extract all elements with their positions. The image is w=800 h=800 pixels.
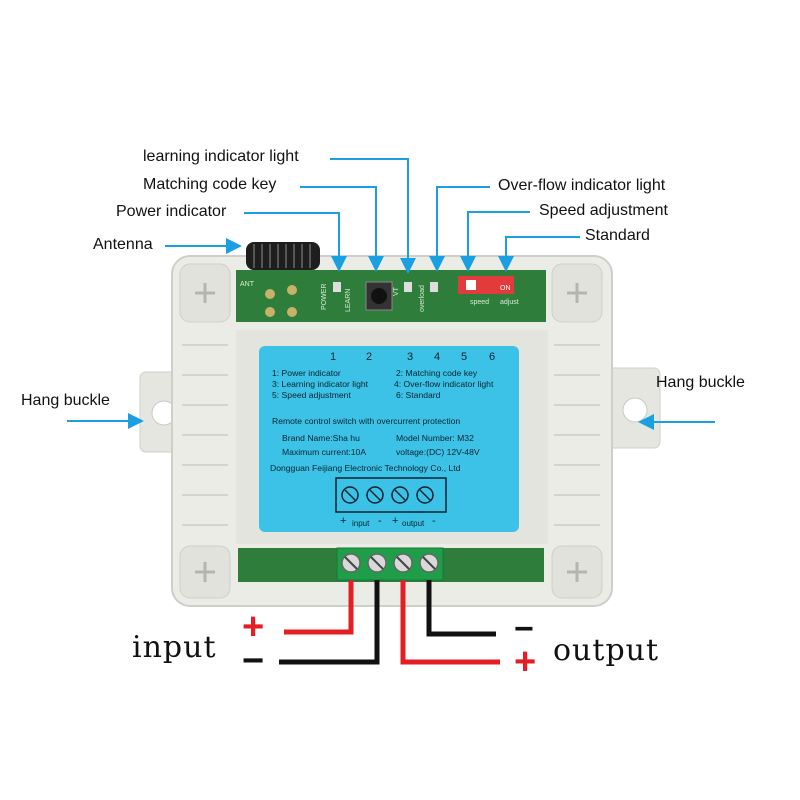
pcb-silk-adjust: adjust: [500, 299, 519, 306]
callout-power-indicator: Power indicator: [116, 203, 227, 220]
legend-4: 4: Over-flow indicator light: [394, 379, 494, 389]
term-sign-4: -: [432, 515, 436, 527]
label-terminal-drawing: [335, 477, 447, 513]
callout-hang-buckle-left: Hang buckle: [21, 392, 110, 409]
term-sign-3: +: [392, 515, 398, 527]
wire-input-plus: [284, 580, 354, 635]
pcb-silk-learn: LEARN: [345, 289, 352, 312]
label-brand: Brand Name:Sha hu: [282, 433, 360, 443]
label-num-2: 2: [366, 351, 372, 363]
callout-lines: [67, 158, 715, 430]
pcb-silk-speed: speed: [470, 299, 489, 306]
label-voltage: voltage:(DC) 12V-48V: [396, 447, 480, 457]
callout-learning-indicator: learning indicator light: [143, 148, 299, 165]
legend-2: 2: Matching code key: [396, 368, 478, 378]
label-legend: 1: Power indicator 3: Learning indicator…: [270, 368, 494, 473]
wiring-input-label: input: [132, 630, 217, 665]
pcb-silkscreen: ANT POWER LEARN VT overload ON speed adj…: [240, 281, 519, 312]
pcb-silk-ant: ANT: [240, 281, 255, 288]
term-input: input: [352, 519, 370, 528]
label-numbers: 1 2 3 4 5 6: [330, 351, 495, 363]
label-title: Remote control switch with overcurrent p…: [272, 416, 460, 426]
callout-antenna: Antenna: [93, 236, 153, 253]
output-plus-sign: +: [514, 641, 537, 683]
label-model: Model Number: M32: [396, 433, 474, 443]
antenna-coil: [246, 242, 320, 270]
callout-matching-code-key: Matching code key: [143, 176, 277, 193]
wire-output-minus: [426, 580, 496, 637]
label-num-1: 1: [330, 351, 336, 363]
callout-hang-buckle-right: Hang buckle: [656, 374, 745, 391]
label-num-5: 5: [461, 351, 467, 363]
input-plus-sign: +: [242, 606, 265, 648]
legend-1: 1: Power indicator: [272, 368, 341, 378]
legend-6: 6: Standard: [396, 390, 441, 400]
input-minus-sign: −: [242, 640, 265, 682]
label-terminal-text: + input - + output -: [340, 515, 436, 528]
label-current: Maximum current:10A: [282, 447, 366, 457]
wiring-output-label: output: [553, 633, 660, 668]
terminal-block: [336, 547, 444, 581]
wires: [279, 580, 500, 665]
term-sign-2: -: [378, 515, 382, 527]
pcb-silk-vt: VT: [393, 286, 400, 296]
pcb-silk-on: ON: [500, 285, 511, 292]
label-num-6: 6: [489, 351, 495, 363]
callout-standard: Standard: [585, 227, 650, 244]
pcb-silk-power: POWER: [321, 284, 328, 310]
legend-5: 5: Speed adjustment: [272, 390, 351, 400]
output-minus-sign: −: [514, 610, 534, 648]
label-num-4: 4: [434, 351, 440, 363]
hang-hole-right: [622, 397, 648, 423]
wire-input-minus: [279, 580, 380, 665]
case-ribs: [182, 344, 600, 526]
term-sign-1: +: [340, 515, 346, 527]
callout-speed-adjustment: Speed adjustment: [539, 202, 668, 219]
label-maker: Dongguan Feijiang Electronic Technology …: [270, 463, 461, 473]
pcb-components: [265, 276, 514, 317]
corner-screws: [179, 263, 603, 599]
wire-output-plus: [400, 580, 500, 665]
label-num-3: 3: [407, 351, 413, 363]
pcb-silk-overload: overload: [419, 285, 426, 312]
product-label: [259, 346, 519, 532]
legend-3: 3: Learning indicator light: [272, 379, 369, 389]
term-output: output: [402, 519, 425, 528]
callout-overflow-indicator: Over-flow indicator light: [498, 177, 666, 194]
